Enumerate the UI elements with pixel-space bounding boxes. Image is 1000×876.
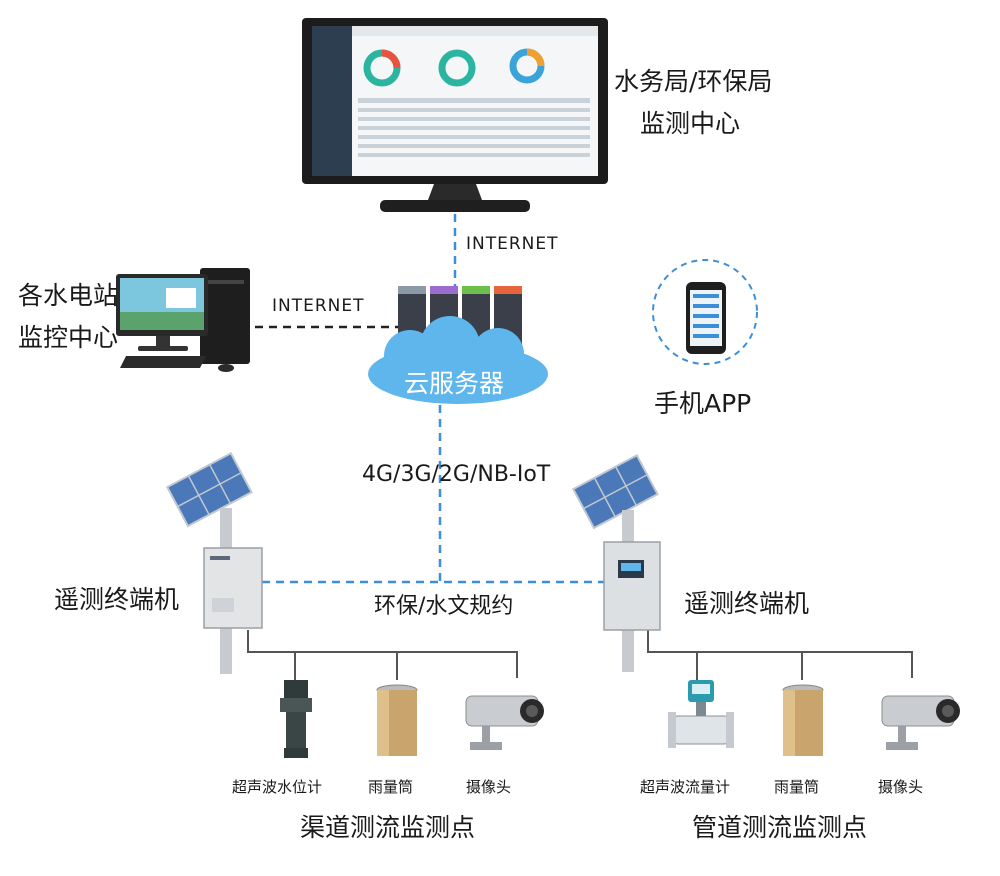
ultrasonic-flow-meter-icon	[668, 680, 734, 762]
camera-icon-right	[876, 690, 960, 758]
pipe-device-2: 雨量筒	[774, 778, 820, 796]
center-title-line2: 监测中心	[640, 109, 741, 138]
pipe-device-3: 摄像头	[878, 778, 924, 796]
left-rtu-label: 遥测终端机	[54, 585, 180, 614]
mobile-app-phone	[644, 258, 766, 372]
internet-label-top: INTERNET	[466, 234, 559, 254]
station-title-line2: 监控中心	[18, 323, 119, 352]
pipe-device-1: 超声波流量计	[640, 778, 731, 796]
internet-label-left: INTERNET	[272, 296, 365, 316]
rain-gauge-icon-right	[780, 684, 826, 764]
center-title-line1: 水务局/环保局	[614, 67, 773, 96]
pipe-site-title: 管道测流监测点	[692, 813, 868, 842]
camera-icon	[460, 690, 544, 758]
monitor-center-screen	[302, 18, 608, 222]
left-rtu-station	[164, 448, 274, 678]
station-desktop-computer	[116, 264, 256, 380]
channel-device-1: 超声波水位计	[232, 778, 323, 796]
left-device-bus	[247, 630, 518, 678]
station-title-line1: 各水电站	[18, 281, 119, 310]
app-label: 手机APP	[654, 389, 752, 418]
channel-device-2: 雨量筒	[368, 778, 414, 796]
channel-site-title: 渠道测流监测点	[300, 813, 476, 842]
cloud-label: 云服务器	[404, 369, 505, 398]
channel-device-3: 摄像头	[466, 778, 512, 796]
ultrasonic-level-meter-icon	[276, 680, 316, 764]
right-rtu-label: 遥测终端机	[684, 589, 810, 618]
rain-gauge-icon	[374, 684, 420, 764]
network-label: 4G/3G/2G/NB-IoT	[362, 462, 551, 487]
right-device-bus	[647, 630, 913, 678]
protocol-label: 环保/水文规约	[374, 594, 514, 619]
right-rtu-station	[570, 450, 680, 676]
cloud-server	[358, 282, 558, 416]
